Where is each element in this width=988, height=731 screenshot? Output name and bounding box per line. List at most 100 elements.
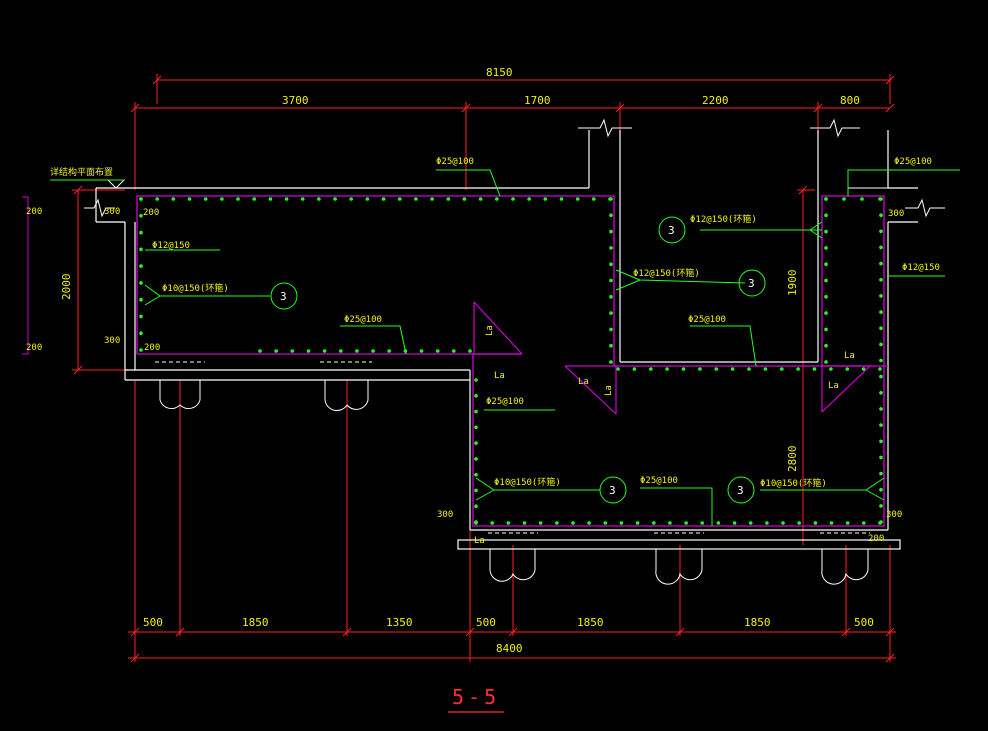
rebar-dot: [381, 197, 386, 201]
wall-label-200-c: 200: [868, 534, 884, 544]
la-label-5: La: [844, 351, 855, 361]
top-overall-dim: 8150: [486, 66, 513, 79]
rebar-dot: [879, 213, 883, 217]
leaders: [144, 169, 960, 526]
rebar-dot: [474, 457, 478, 461]
rebar-label-lower-hoop-right: Φ10@150(环箍): [760, 477, 827, 489]
rebar-dot: [845, 521, 850, 525]
rebar-dot: [824, 229, 828, 234]
anchorage-triangles: [473, 301, 872, 415]
bottom-dim-4: 500: [476, 616, 496, 629]
wall-label-200-a: 200: [143, 208, 159, 218]
rebar-dot: [317, 197, 321, 201]
rebar-label-pit-bottom: Φ25@100: [688, 315, 726, 325]
rebar-dot: [474, 441, 478, 445]
rebar-dot: [824, 343, 828, 348]
rebar-dot: [139, 297, 143, 302]
rebar-dot: [698, 367, 702, 371]
side-dimension-text: 200 200 2000 300 1900 2800: [26, 207, 799, 472]
rebar-dot: [609, 327, 613, 332]
rebar-dots: [139, 197, 883, 525]
callout-4: 3: [609, 484, 616, 497]
top-dim-4: 800: [840, 94, 860, 107]
rebar-dot: [681, 367, 686, 371]
rebar-dot: [609, 278, 613, 283]
rebar-dot: [474, 378, 478, 382]
right-lower-dim: 2800: [786, 446, 799, 473]
rebar-dot: [306, 349, 311, 353]
rebar-dot: [879, 471, 883, 476]
rebar-dot: [609, 213, 613, 218]
rebar-dot: [878, 367, 882, 371]
rebar-dot: [387, 349, 392, 353]
rebar-dot: [879, 326, 883, 331]
rebar-dot: [862, 521, 866, 525]
section-title: 5-5: [452, 685, 500, 709]
rebar-dot: [879, 358, 883, 363]
callout-3: 3: [748, 277, 755, 290]
rebar-dot: [879, 261, 883, 266]
rebar-dot: [322, 349, 327, 353]
elevation-marker: [50, 179, 126, 189]
rebar-dot: [155, 197, 159, 201]
left-outer-200-bottom: 200: [26, 343, 42, 353]
rebar-dot: [333, 197, 337, 201]
rebar-dot: [139, 230, 143, 235]
top-dim-2: 1700: [524, 94, 551, 107]
rebar-dot: [474, 472, 478, 477]
la-label-1: La: [485, 325, 495, 336]
rebar-dot: [171, 197, 176, 201]
rebar-dot: [609, 343, 613, 348]
rebar-dot: [824, 327, 828, 332]
rebar-dot: [879, 374, 883, 379]
rebar-dot: [474, 504, 478, 509]
rebar-dot: [609, 295, 613, 299]
rebar-dot: [474, 409, 478, 414]
dimension-lines: [72, 74, 896, 663]
bottom-dim-7: 500: [854, 616, 874, 629]
rebar-dot: [609, 246, 613, 250]
site-note: 详结构平面布置: [50, 166, 113, 178]
rebar-dot: [527, 197, 531, 201]
rebar-dot: [824, 213, 828, 218]
concrete-outline: [95, 130, 918, 550]
rebar-dot: [538, 521, 543, 525]
rebar-label-pit-wall-mid: Φ12@150(环箍): [633, 267, 700, 279]
rebar-label-right-top: Φ25@100: [894, 157, 932, 167]
rebar-dot: [284, 197, 289, 201]
bottom-dim-1: 500: [143, 616, 163, 629]
rebar-dot: [252, 197, 256, 201]
left-thickness-dim: 300: [104, 336, 120, 346]
rebar-dot: [619, 521, 624, 525]
rebar-dot: [632, 367, 637, 371]
left-height-dim: 2000: [60, 274, 73, 301]
rebar-dot: [763, 367, 768, 371]
rebar-dot: [474, 394, 478, 398]
la-label-3: La: [578, 377, 589, 387]
rebar-dot: [824, 278, 828, 283]
right-upper-dim: 1900: [786, 270, 799, 297]
rebar-dot: [861, 367, 866, 371]
rebar-dot: [878, 521, 882, 525]
rebar-dot: [609, 229, 613, 234]
wall-label-200-b: 200: [144, 343, 160, 353]
top-dim-3: 2200: [702, 94, 729, 107]
rebar-dot: [824, 360, 828, 364]
rebar-label-pit-wall-top: Φ12@150(环箍): [690, 213, 757, 225]
rebar-dot: [462, 197, 467, 201]
rebar-dot: [609, 360, 613, 364]
rebar-dot: [824, 197, 828, 201]
callout-circles: [270, 216, 766, 504]
rebar-dot: [452, 349, 456, 353]
rebar-dot: [700, 521, 704, 525]
rebar-dot: [635, 521, 640, 525]
rebar-dot: [684, 521, 688, 525]
piles: [155, 361, 870, 585]
rebar-dot: [824, 246, 828, 250]
left-outer-200-top: 200: [26, 207, 42, 217]
wall-thickness-text: 300 300 200 200 200 300 300: [104, 207, 904, 544]
callout-2: 3: [668, 224, 675, 237]
rebar-dot: [714, 367, 719, 371]
rebar-dot: [616, 367, 620, 371]
